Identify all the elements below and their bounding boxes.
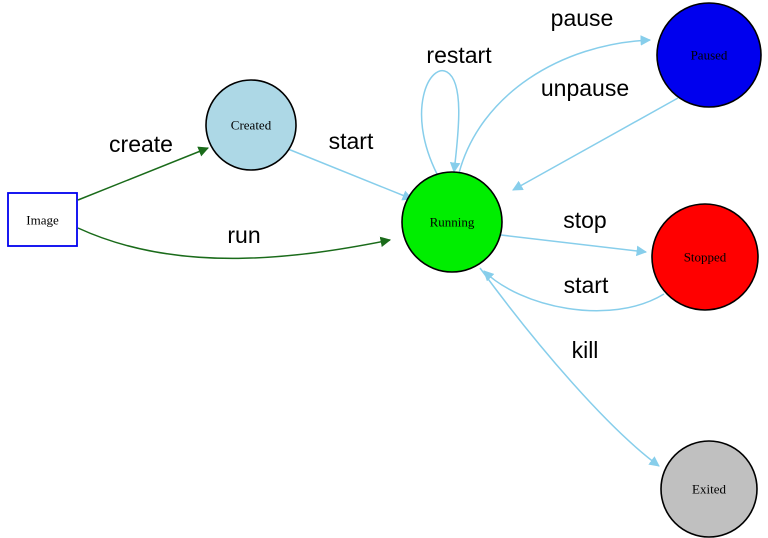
edge-start-created-label: start	[329, 128, 374, 154]
node-paused[interactable]: Paused	[656, 2, 762, 108]
edges-layer: create run start restart pause unpause	[77, 5, 679, 467]
edge-create-path	[77, 146, 209, 201]
node-running[interactable]: Running	[401, 171, 503, 273]
edge-stop-path	[500, 234, 648, 257]
node-paused-label: Paused	[691, 48, 728, 63]
edge-run[interactable]: run	[77, 222, 392, 260]
edge-start-stopped-label: start	[564, 272, 609, 298]
edge-stop[interactable]: stop	[500, 207, 648, 257]
node-stopped-shape	[651, 203, 759, 311]
edge-start-created[interactable]: start	[287, 128, 413, 201]
edge-restart-label: restart	[426, 42, 492, 68]
edge-run-path	[77, 227, 392, 260]
node-exited[interactable]: Exited	[660, 440, 758, 538]
edge-create[interactable]: create	[77, 131, 209, 201]
node-image-shape	[7, 192, 78, 247]
edge-kill[interactable]: kill	[479, 267, 660, 467]
edge-unpause[interactable]: unpause	[512, 75, 679, 191]
node-stopped[interactable]: Stopped	[651, 203, 759, 311]
edge-unpause-label: unpause	[541, 75, 629, 101]
node-stopped-label: Stopped	[684, 250, 727, 265]
node-created[interactable]: Created	[205, 79, 297, 171]
node-exited-label: Exited	[692, 482, 726, 497]
edge-pause-path	[458, 35, 652, 174]
edge-restart[interactable]: restart	[420, 42, 493, 175]
node-created-label: Created	[231, 118, 272, 133]
edge-unpause-path	[512, 97, 679, 191]
node-image-label: Image	[26, 213, 59, 228]
edge-pause[interactable]: pause	[458, 5, 652, 174]
edge-kill-label: kill	[572, 337, 599, 363]
nodes-layer: Image Created Running Paused Stopped Exi	[7, 2, 762, 538]
edge-create-label: create	[109, 131, 173, 157]
node-created-shape	[205, 79, 297, 171]
node-exited-shape	[660, 440, 758, 538]
node-running-shape	[401, 171, 503, 273]
edge-kill-path	[479, 267, 660, 467]
edge-restart-path	[420, 69, 461, 175]
node-running-label: Running	[430, 215, 475, 230]
edge-start-stopped[interactable]: start	[483, 270, 665, 312]
edge-start-created-path	[287, 148, 413, 201]
node-paused-shape	[656, 2, 762, 108]
edge-run-label: run	[227, 222, 260, 248]
edge-start-stopped-path	[483, 270, 665, 312]
node-image[interactable]: Image	[7, 192, 78, 247]
edge-stop-label: stop	[563, 207, 606, 233]
edge-pause-label: pause	[551, 5, 614, 31]
